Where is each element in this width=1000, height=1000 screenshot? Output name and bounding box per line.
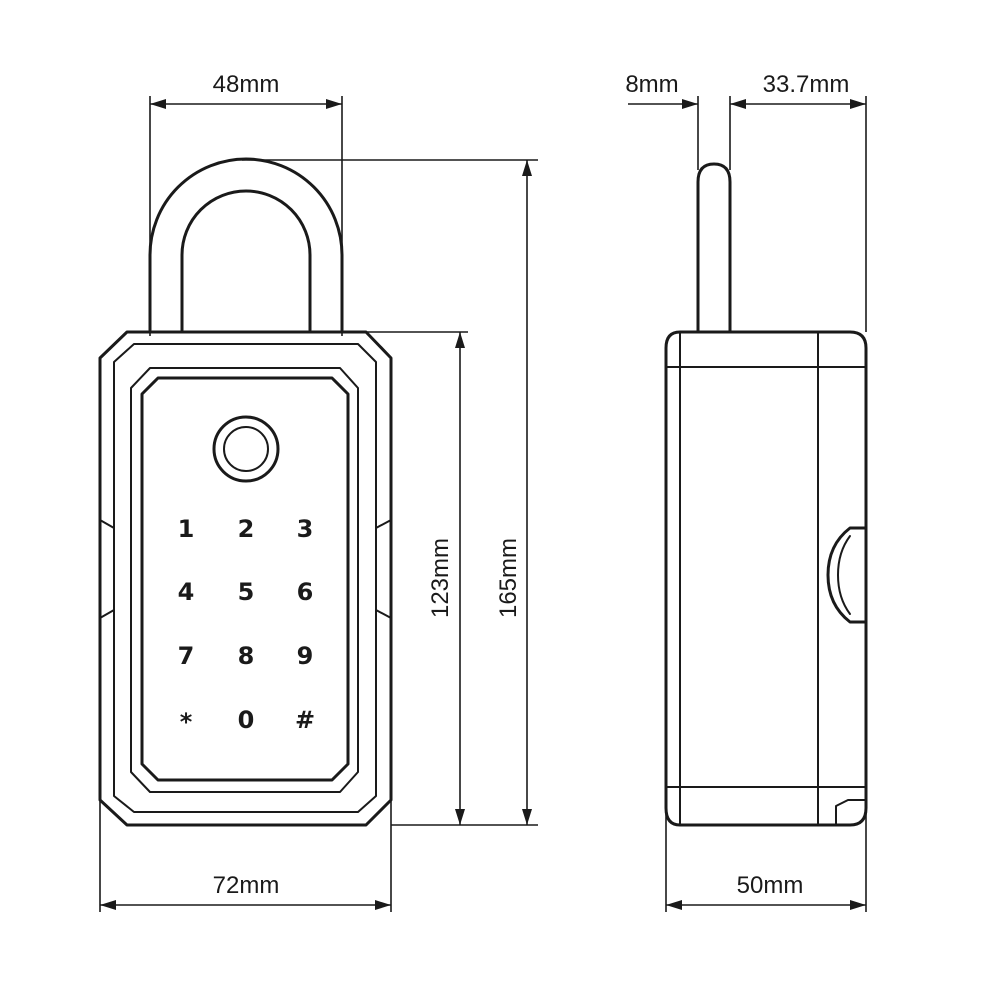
side-corner-detail bbox=[835, 799, 867, 826]
key-3[interactable]: 3 bbox=[297, 515, 314, 543]
front-panel bbox=[140, 376, 350, 782]
dimension-lines bbox=[99, 96, 867, 912]
front-panel-recess bbox=[130, 367, 359, 793]
key-8[interactable]: 8 bbox=[238, 642, 255, 670]
side-shackle bbox=[696, 162, 732, 334]
front-view: 1 2 3 4 5 6 7 8 9 * 0 # bbox=[98, 157, 393, 827]
dimension-labels: 48mm 8mm 33.7mm 123mm 165mm 72mm 50mm bbox=[213, 71, 850, 899]
key-4[interactable]: 4 bbox=[178, 578, 195, 606]
left-grip bbox=[99, 519, 115, 619]
keypad: 1 2 3 4 5 6 7 8 9 * 0 # bbox=[178, 515, 315, 736]
side-view bbox=[664, 162, 868, 827]
fingerprint-sensor-outer bbox=[212, 415, 280, 483]
key-1[interactable]: 1 bbox=[178, 515, 195, 543]
side-body-outline bbox=[664, 330, 868, 827]
key-hash[interactable]: # bbox=[295, 706, 315, 734]
fingerprint-sensor-inner bbox=[223, 426, 269, 472]
key-6[interactable]: 6 bbox=[297, 578, 314, 606]
shackle-outer bbox=[148, 157, 344, 332]
label-body-depth: 50mm bbox=[737, 872, 804, 899]
key-0[interactable]: 0 bbox=[238, 706, 255, 734]
label-shackle-diameter: 8mm bbox=[625, 71, 678, 98]
label-shackle-offset: 33.7mm bbox=[763, 71, 850, 98]
label-body-height: 123mm bbox=[427, 538, 454, 618]
label-shackle-width: 48mm bbox=[213, 71, 280, 98]
right-grip bbox=[375, 519, 392, 619]
lock-body-bevel bbox=[113, 343, 377, 813]
side-latch bbox=[826, 526, 868, 624]
label-body-width: 72mm bbox=[213, 872, 280, 899]
side-latch-inner bbox=[837, 535, 851, 615]
key-9[interactable]: 9 bbox=[297, 642, 314, 670]
key-5[interactable]: 5 bbox=[238, 578, 255, 606]
shackle-inner bbox=[180, 189, 312, 332]
key-7[interactable]: 7 bbox=[178, 642, 195, 670]
label-total-height: 165mm bbox=[495, 538, 522, 618]
lock-body-outline bbox=[98, 330, 393, 827]
key-2[interactable]: 2 bbox=[238, 515, 255, 543]
key-star[interactable]: * bbox=[180, 708, 193, 736]
